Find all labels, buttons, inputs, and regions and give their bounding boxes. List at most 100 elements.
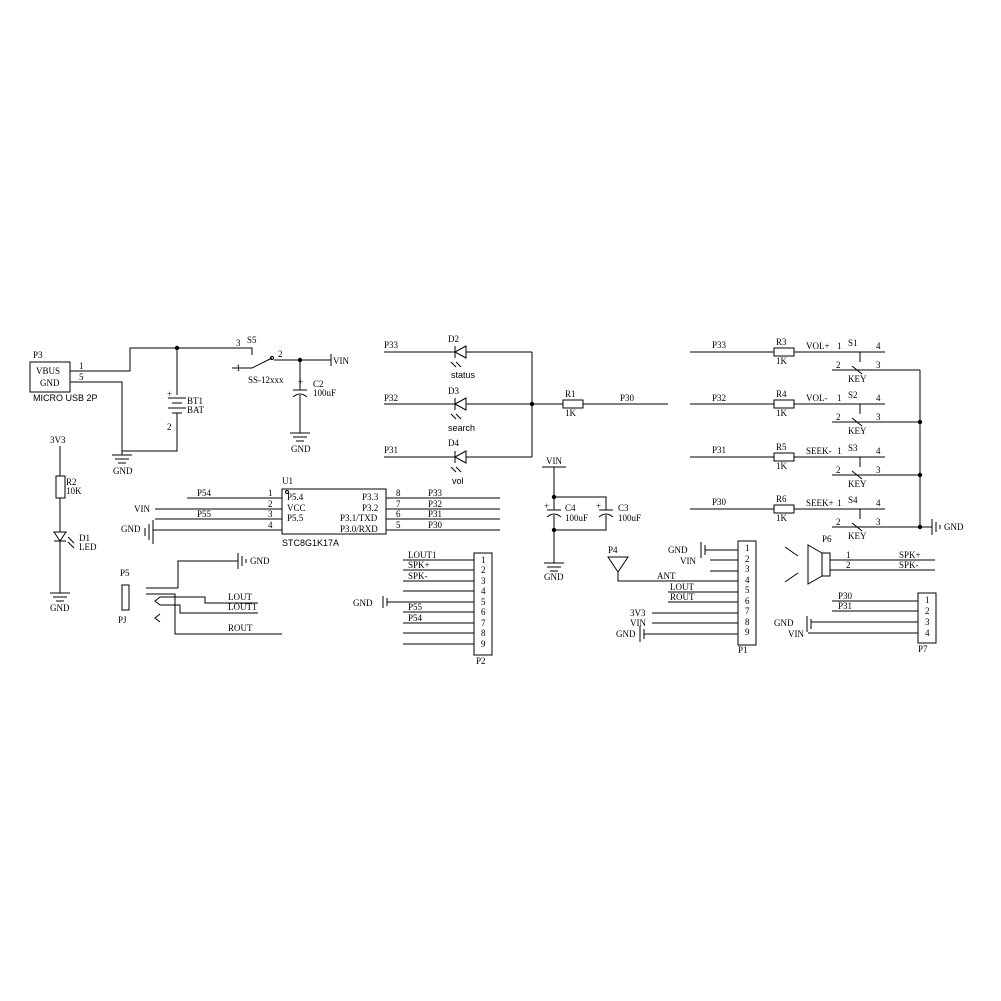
speaker-p6: P6 1 2 SPK+ SPK- — [784, 534, 935, 585]
r2-ref: R2 — [66, 477, 77, 487]
key4-func: SEEK+ — [806, 498, 834, 508]
caps-ground: GND — [544, 572, 564, 582]
p1-net2: VIN — [680, 556, 696, 566]
p2-net5: GND — [353, 598, 373, 608]
battery-name: BAT — [187, 405, 205, 415]
p2-net2: SPK+ — [408, 560, 430, 570]
diode-d4: P31 D4 vol — [384, 438, 532, 486]
key1-rref: R3 — [776, 337, 787, 347]
p1-pin9: 9 — [745, 627, 750, 637]
p4-net: ANT — [657, 571, 676, 581]
key3-net: P31 — [712, 445, 726, 455]
key2-pin4: 4 — [876, 393, 881, 403]
p7-pin1: 1 — [925, 595, 930, 605]
led-net: 3V3 — [50, 435, 66, 445]
p2-net7: P54 — [408, 613, 423, 623]
key2-func: VOL- — [806, 393, 828, 403]
mcu-right-pin5-num: 5 — [396, 520, 401, 530]
p1-pin5: 5 — [745, 585, 750, 595]
r2-value: 10K — [66, 486, 82, 496]
p2-pin8: 8 — [481, 628, 486, 638]
key3-pin2: 2 — [836, 465, 841, 475]
key4-pin4: 4 — [876, 498, 881, 508]
mcu-right-pin6-name: P3.1/TXD — [340, 513, 378, 523]
d1-ref: D1 — [79, 533, 90, 543]
caps-net: VIN — [546, 456, 562, 466]
p2-pin7: 7 — [481, 618, 486, 628]
key1-pin4: 4 — [876, 341, 881, 351]
p2-pin6: 6 — [481, 607, 486, 617]
key-ground: GND — [944, 522, 964, 532]
mcu-left-pin4-num: 4 — [268, 520, 273, 530]
usb-ref-label: P3 — [33, 350, 43, 360]
mcu-left-pin3-name: P5.5 — [287, 513, 304, 523]
p2-net1: LOUT1 — [408, 550, 437, 560]
usb-vbus-label: VBUS — [36, 366, 60, 376]
mcu-right-pin8-name: P3.3 — [362, 492, 379, 502]
usb-pin5-label: 5 — [79, 372, 84, 382]
key1-func: VOL+ — [806, 341, 830, 351]
header-p7: P7 1 2 3 4 P30 P31 GND VIN — [774, 591, 937, 654]
mcu-left-pin1-num: 1 — [268, 488, 273, 498]
antenna-p4: P4 ANT — [607, 545, 738, 582]
d2-net: P33 — [384, 340, 399, 350]
capacitor-c2: + C2 100uF GND — [290, 360, 336, 454]
mcu-right-pin8-net: P33 — [428, 488, 443, 498]
key3-pin4: 4 — [876, 446, 881, 456]
p7-pin2: 2 — [925, 606, 930, 616]
c3-plus: + — [596, 501, 601, 511]
key4-swref: S4 — [848, 495, 858, 505]
p2-pin1: 1 — [481, 555, 486, 565]
key4-rref: R6 — [776, 494, 787, 504]
p4-ref: P4 — [608, 545, 618, 555]
p2-pin5: 5 — [481, 597, 486, 607]
key-row-s3: P31 R5 1K SEEK- 1 S3 4 2 3 KEY — [690, 442, 885, 489]
mcu-left-pin1-net: P54 — [197, 488, 212, 498]
jack-name: PJ — [118, 615, 127, 625]
key4-pin2: 2 — [836, 517, 841, 527]
key4-type: KEY — [848, 531, 867, 541]
battery-ref: BT1 — [187, 396, 203, 406]
usb-gnd-label: GND — [40, 378, 60, 388]
d2-label: status — [451, 370, 476, 380]
key1-pin3: 3 — [876, 360, 881, 370]
c4-value: 100uF — [565, 513, 588, 523]
p2-pin2: 2 — [481, 565, 486, 575]
key3-rref: R5 — [776, 442, 787, 452]
bulk-capacitors: VIN + + C4 100uF C3 100uF GND — [542, 456, 641, 582]
switch-pin2: 2 — [278, 349, 283, 359]
c4-plus: + — [544, 501, 549, 511]
r1-net: P30 — [620, 393, 635, 403]
r1-value: 1K — [565, 408, 577, 418]
usb-name-label: MICRO USB 2P — [33, 393, 98, 403]
p1-net8: VIN — [630, 618, 646, 628]
p2-ref: P2 — [476, 656, 486, 666]
header-p2: P2 1 2 3 4 5 6 7 8 9 LOUT1 SPK+ SPK- GND… — [353, 550, 493, 666]
d3-ref: D3 — [448, 386, 459, 396]
c2-ground: GND — [291, 444, 311, 454]
key-row-s4: P30 R6 1K SEEK+ 1 S4 4 2 3 KEY — [690, 494, 885, 541]
jack-rout: ROUT — [228, 623, 253, 633]
key1-swref: S1 — [848, 338, 858, 348]
p6-ref: P6 — [822, 534, 832, 544]
key1-pin2: 2 — [836, 360, 841, 370]
d4-net: P31 — [384, 445, 398, 455]
c2-value: 100uF — [313, 388, 336, 398]
power-led-section: 3V3 R2 10K D1 LED GND — [50, 435, 97, 613]
mcu-name: STC8G1K17A — [282, 538, 339, 548]
key3-pin3: 3 — [876, 465, 881, 475]
jack-ground: GND — [250, 556, 270, 566]
c4-ref: C4 — [565, 503, 576, 513]
mcu-right-pin5-name: P3.0/RXD — [340, 524, 378, 534]
p1-pin6: 6 — [745, 596, 750, 606]
d4-label: vol — [452, 476, 464, 486]
mcu-right-pin8-num: 8 — [396, 488, 401, 498]
jack-ref: P5 — [120, 568, 130, 578]
switch-name: SS-12xxx — [248, 375, 284, 385]
key3-swref: S3 — [848, 443, 858, 453]
key3-pin1: 1 — [837, 446, 842, 456]
c2-ref: C2 — [313, 379, 324, 389]
p2-net6: P55 — [408, 602, 423, 612]
c3-ref: C3 — [618, 503, 629, 513]
key-row-s1: P33 R3 1K VOL+ 1 S1 4 2 3 KEY — [690, 337, 885, 384]
